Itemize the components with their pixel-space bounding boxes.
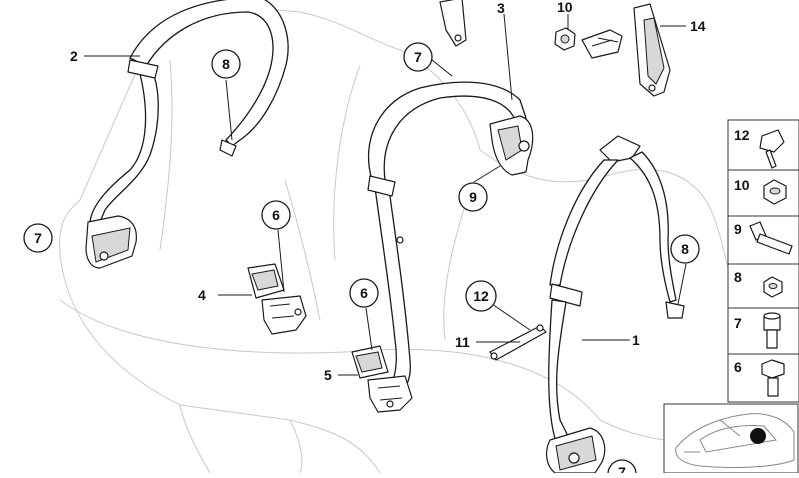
callout-9: 9: [458, 182, 488, 212]
svg-text:12: 12: [734, 127, 750, 143]
svg-text:1: 1: [632, 332, 640, 348]
callout-6-center: 6: [349, 278, 379, 308]
height-adjuster-rail[interactable]: [633, 3, 671, 97]
callout-5: 5: [324, 367, 332, 383]
callout-7-bottom: 7: [607, 459, 637, 478]
callout-8-left: 8: [211, 49, 241, 79]
callout-3: 3: [497, 0, 505, 16]
svg-text:9: 9: [469, 189, 477, 205]
seat-belt-right[interactable]: [545, 135, 685, 474]
anchor-bracket[interactable]: [489, 324, 547, 361]
svg-text:3: 3: [497, 0, 505, 16]
svg-text:7: 7: [734, 315, 742, 331]
seat-belt-left[interactable]: [85, 0, 289, 269]
mounting-clip[interactable]: [581, 29, 623, 59]
svg-text:6: 6: [360, 285, 368, 301]
tile-hex-nut-8[interactable]: 8: [727, 263, 799, 309]
svg-text:9: 9: [734, 221, 742, 237]
leader-lines: [84, 13, 687, 376]
svg-text:6: 6: [734, 359, 742, 375]
svg-text:5: 5: [324, 367, 332, 383]
svg-text:7: 7: [34, 230, 42, 246]
svg-text:8: 8: [681, 241, 689, 257]
callout-14: 14: [690, 18, 706, 34]
svg-text:14: 14: [690, 18, 706, 34]
buckle-left[interactable]: [247, 263, 307, 335]
tile-shoulder-bolt[interactable]: 9: [727, 215, 799, 265]
tile-hex-nut-10[interactable]: 10: [727, 169, 799, 217]
hardware-legend: 12 10 9 8 7: [727, 119, 799, 403]
svg-text:12: 12: [473, 288, 489, 304]
clip-screw-icon: [759, 129, 785, 153]
svg-text:10: 10: [734, 177, 750, 193]
svg-text:10: 10: [557, 0, 573, 15]
location-marker-icon: [750, 428, 766, 444]
seat-belt-center[interactable]: [367, 0, 534, 397]
svg-text:2: 2: [70, 48, 78, 64]
svg-text:8: 8: [734, 269, 742, 285]
callout-2: 2: [70, 48, 78, 64]
svg-text:7: 7: [618, 464, 626, 473]
tile-socket-bolt[interactable]: 7: [727, 307, 799, 355]
buckle-center[interactable]: [351, 345, 413, 413]
svg-text:6: 6: [272, 207, 280, 223]
callout-8-right: 8: [670, 234, 700, 264]
callout-7-left: 7: [23, 223, 53, 253]
svg-text:7: 7: [414, 49, 422, 65]
svg-text:11: 11: [455, 334, 470, 350]
hex-bolt-icon: [761, 359, 785, 379]
tile-hex-bolt[interactable]: 6: [727, 353, 799, 403]
callout-4: 4: [198, 287, 206, 303]
callout-1: 1: [632, 332, 640, 348]
callout-11: 11: [455, 334, 470, 350]
tile-clip-screw[interactable]: 12: [727, 119, 799, 171]
callout-7-top: 7: [403, 42, 433, 72]
nut-10-top[interactable]: [554, 27, 576, 51]
svg-text:4: 4: [198, 287, 206, 303]
callout-12: 12: [465, 280, 497, 312]
callout-10: 10: [557, 0, 573, 15]
callout-6-left: 6: [261, 200, 291, 230]
vehicle-locator-thumbnail: [663, 403, 799, 474]
svg-text:8: 8: [222, 56, 230, 72]
